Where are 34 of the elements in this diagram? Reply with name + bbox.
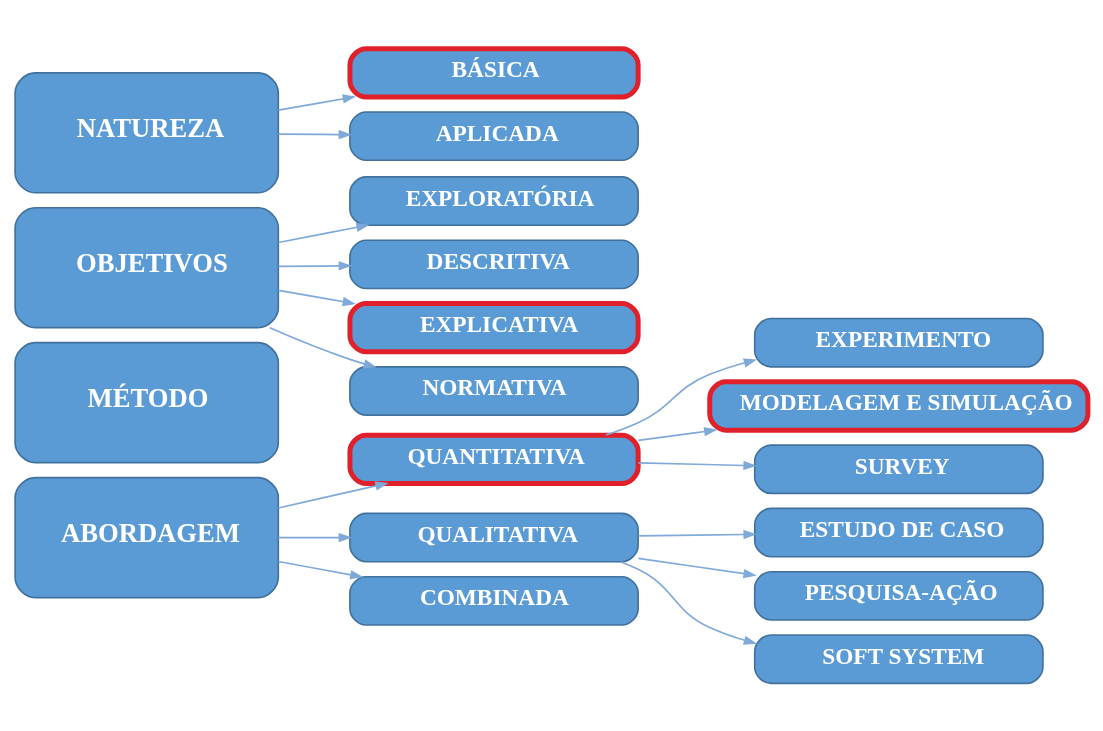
arrow <box>277 289 356 306</box>
node-box: EXPLORATÓRIA <box>349 175 639 226</box>
arrow <box>637 426 718 441</box>
arrow <box>277 480 389 509</box>
arrow <box>277 560 364 579</box>
arrow <box>277 222 370 243</box>
node-box: OBJETIVOS <box>14 206 280 329</box>
node-box: NATUREZA <box>14 71 280 194</box>
node-box: QUALITATIVA <box>349 512 639 563</box>
node-box: NORMATIVA <box>349 365 639 416</box>
node-box: EXPERIMENTO <box>753 317 1044 368</box>
arrow <box>277 260 352 271</box>
node-box: MÉTODO <box>14 341 280 463</box>
arrow <box>620 560 758 645</box>
node-box: MODELAGEM E SIMULAÇÃO <box>707 378 1091 433</box>
node-box: BÁSICA <box>347 45 641 99</box>
arrow <box>269 326 377 368</box>
node-box: APLICADA <box>349 110 639 161</box>
node-box: ESTUDO DE CASO <box>753 507 1044 558</box>
arrow <box>637 460 757 470</box>
node-box: EXPLICATIVA <box>347 300 641 354</box>
arrow <box>637 529 757 539</box>
node-box: ABORDAGEM <box>14 476 280 598</box>
node-box: DESCRITIVA <box>349 238 639 289</box>
node-box: QUANTITATIVA <box>347 432 641 486</box>
node-box: SOFT SYSTEM <box>753 633 1044 684</box>
node-box: PESQUISA-AÇÃO <box>753 570 1044 621</box>
arrow <box>277 532 352 542</box>
arrow <box>277 93 356 111</box>
arrow <box>637 556 757 578</box>
node-box: COMBINADA <box>349 575 639 626</box>
arrow <box>605 357 758 436</box>
node-box: SURVEY <box>753 443 1044 494</box>
arrow <box>277 129 352 139</box>
